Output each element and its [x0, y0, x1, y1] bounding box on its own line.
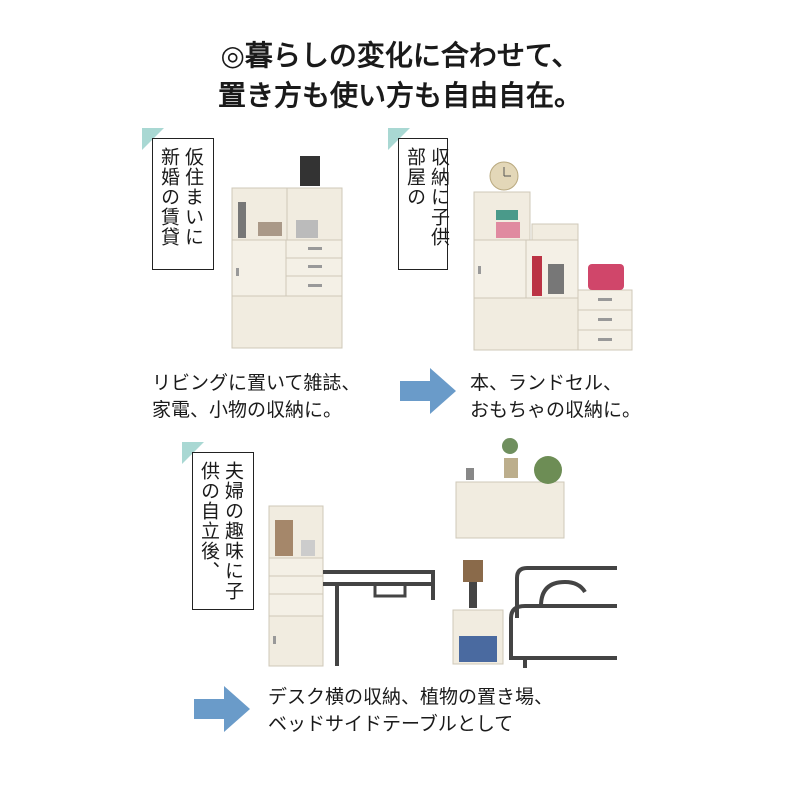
- headline-line-2: 置き方も使い方も自由自在。: [217, 79, 582, 112]
- couple-label: 夫婦の趣味に子供の自立後、: [198, 461, 244, 601]
- kids-room-label-box: 収納に子供部屋の: [398, 138, 450, 270]
- kids-room-cabinet-illustration: [473, 161, 633, 351]
- newlywed-cabinet-illustration: [231, 156, 343, 349]
- coffee-maker-icon: [300, 156, 320, 186]
- kids-room-caption-line-2: おもちゃの収納に。: [470, 399, 642, 421]
- couple-caption-line-2: ベッドサイドテーブルとして: [268, 713, 514, 735]
- kids-room-caption-line-1: 本、ランドセル、: [470, 372, 623, 394]
- kids-room-label: 収納に子供部屋の: [404, 147, 450, 247]
- newlywed-caption-line-2: 家電、小物の収納に。: [152, 399, 343, 421]
- plant-icon: [534, 456, 562, 484]
- arrow-right-icon: [400, 368, 456, 414]
- couple-label-box: 夫婦の趣味に子供の自立後、: [192, 452, 254, 610]
- lamp-icon: [463, 560, 483, 582]
- newlywed-label-box: 仮住まいに新婚の賃貸: [152, 138, 214, 270]
- desk-side-cabinet-illustration: [268, 505, 435, 667]
- newlywed-label: 仮住まいに新婚の賃貸: [158, 147, 204, 247]
- bedside-table-illustration: [452, 560, 617, 668]
- arrow-right-icon: [194, 686, 250, 732]
- school-bag-icon: [588, 264, 624, 290]
- plant-icon: [502, 438, 518, 454]
- headline-line-1: ◎暮らしの変化に合わせて、: [220, 39, 580, 72]
- couple-caption-line-1: デスク横の収納、植物の置き場、: [268, 686, 554, 708]
- plant-stand-illustration: [455, 438, 565, 539]
- newlywed-caption-line-1: リビングに置いて雑誌、: [152, 372, 361, 394]
